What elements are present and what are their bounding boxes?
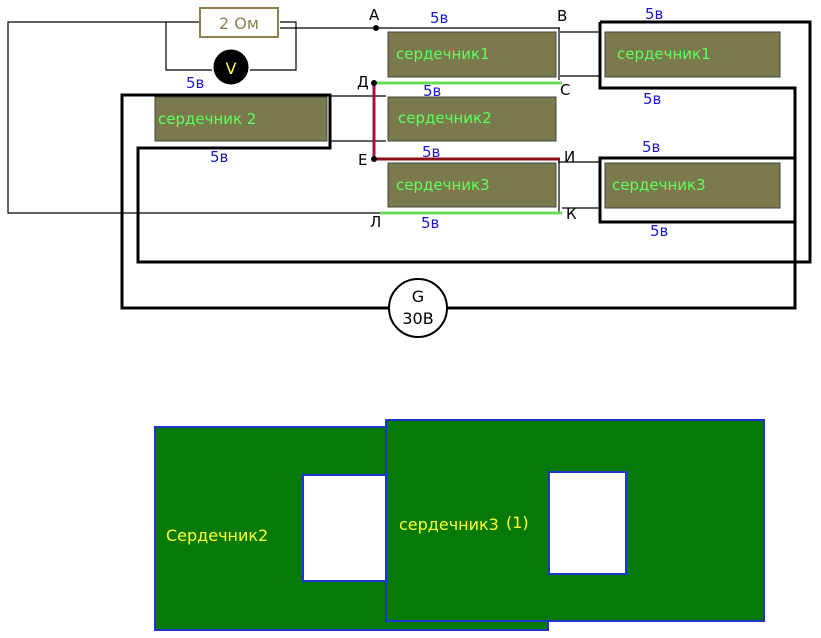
- resistor-label: 2 Ом: [219, 14, 259, 33]
- voltage-top-right: 5в: [645, 5, 663, 23]
- point-i: И: [564, 148, 575, 166]
- wire-generator-right: [448, 22, 797, 310]
- core2-left: [154, 96, 328, 142]
- voltmeter-label: V: [226, 59, 237, 78]
- core3-mid: [387, 162, 557, 208]
- wire-right-core3-loop: [598, 156, 797, 224]
- voltmeter-body: [213, 49, 249, 85]
- junction-d: [371, 80, 377, 86]
- junction-a: [373, 25, 379, 31]
- core1-left-label: сердечник1: [396, 45, 490, 63]
- thin-wires: [7, 21, 600, 214]
- generator-label-top: G: [412, 287, 424, 306]
- core2-mid-label: сердечник2: [398, 109, 492, 127]
- voltage-right-mid: 5в: [643, 90, 661, 108]
- generator-body: [388, 278, 448, 338]
- junction-e: [371, 156, 377, 162]
- voltage-right-c3: 5в: [642, 138, 660, 156]
- wire-voltmeter-branch-right: [250, 21, 297, 71]
- core2-mid: [387, 96, 557, 142]
- voltage-bottom-right: 5в: [650, 222, 668, 240]
- core3-mid-label: сердечник3: [396, 176, 490, 194]
- core1-left: [387, 31, 557, 78]
- point-e: Е: [358, 151, 367, 169]
- point-b: В: [557, 7, 567, 25]
- point-labels: А В С Д Е И К Л: [357, 6, 577, 231]
- resistor-body: [199, 7, 279, 38]
- core2-left-label: сердечник 2: [158, 110, 256, 128]
- core3-right: [604, 162, 781, 209]
- point-d: Д: [357, 73, 369, 91]
- plate-core2-label: Сердечник2: [166, 526, 268, 545]
- voltage-d-c: 5в: [423, 82, 441, 100]
- generator-label-bottom: 30В: [402, 309, 433, 328]
- thick-wires: [120, 20, 812, 310]
- colored-wires: [372, 81, 562, 215]
- voltage-left: 5в: [210, 148, 228, 166]
- cores: сердечник1 сердечник1 сердечник 2 сердеч…: [154, 31, 781, 209]
- core1-right: [604, 31, 781, 78]
- voltage-e-i: 5в: [422, 143, 440, 161]
- point-l: Л: [370, 213, 381, 231]
- plate-core3-window: [548, 471, 627, 575]
- voltage-voltmeter: 5в: [186, 74, 204, 92]
- wire-right-core1-loop: [120, 20, 812, 310]
- point-c: С: [560, 81, 570, 99]
- point-a: А: [369, 6, 380, 24]
- voltage-l-k: 5в: [421, 214, 439, 232]
- wire-voltmeter-branch: [165, 22, 212, 71]
- core3-right-label: сердечник3: [612, 176, 706, 194]
- generator: G 30В: [388, 278, 448, 338]
- junctions: [371, 25, 379, 162]
- plate-core3-suffix: (1): [506, 513, 529, 532]
- core1-right-label: сердечник1: [617, 45, 711, 63]
- plate-core2-window: [302, 474, 388, 582]
- voltmeter: V: [213, 49, 249, 85]
- voltage-labels: 5в 5в 5в 5в 5в 5в 5в 5в 5в 5в: [186, 5, 668, 240]
- core-plates: Сердечник2 сердечник3 (1): [154, 419, 765, 631]
- wire-resistor-left: [7, 21, 384, 214]
- plate-core3-label: сердечник3: [399, 515, 499, 534]
- voltage-a-b: 5в: [430, 9, 448, 27]
- point-k: К: [566, 205, 577, 223]
- resistor: 2 Ом: [199, 7, 279, 38]
